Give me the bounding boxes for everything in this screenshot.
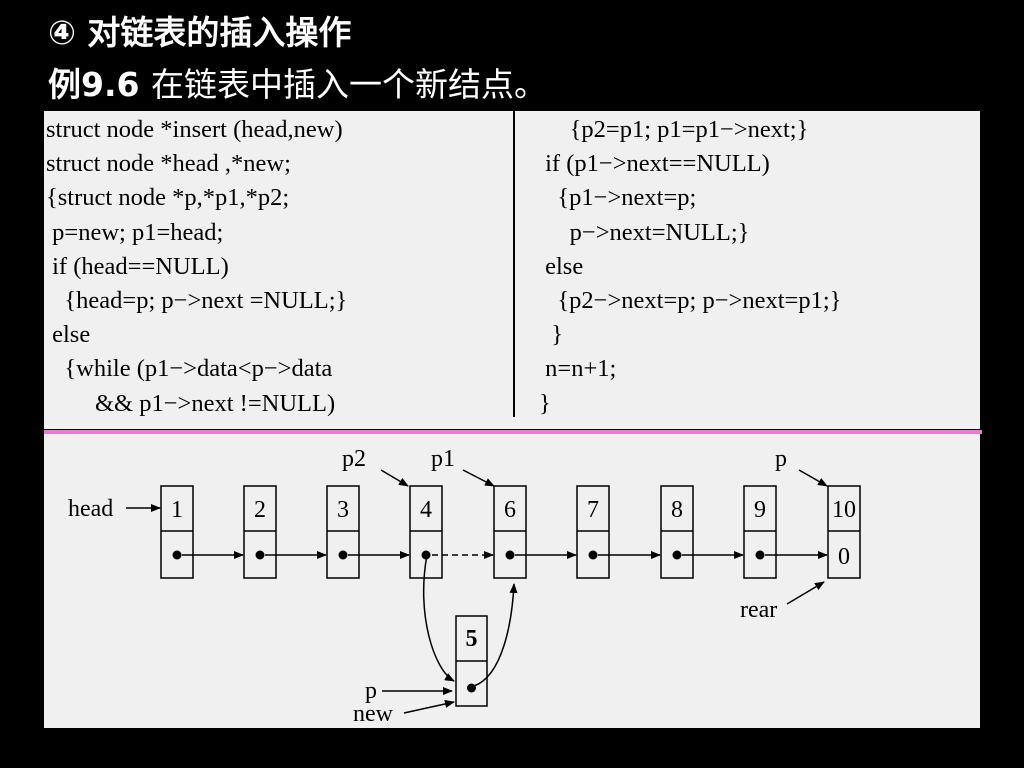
list-node: 2 bbox=[243, 485, 277, 579]
code-right-column: {p2=p1; p1=p1−>next;} if (p1−>next==NULL… bbox=[539, 113, 841, 421]
rear-label: rear bbox=[740, 597, 777, 623]
code-line: p=new; p1=head; bbox=[46, 218, 224, 246]
next-pointer-dot bbox=[588, 550, 598, 560]
next-pointer-dot bbox=[505, 550, 515, 560]
link-5-to-6 bbox=[473, 583, 518, 687]
code-line: } bbox=[539, 321, 564, 349]
slide-heading: ④ 对链表的插入操作 bbox=[48, 13, 352, 52]
code-line: else bbox=[539, 252, 584, 280]
node-value: 10 bbox=[832, 497, 856, 523]
next-pointer-dot bbox=[672, 550, 682, 560]
new-node: 5 bbox=[455, 615, 488, 707]
null-pointer-value: 0 bbox=[838, 544, 850, 570]
list-node: 9 bbox=[743, 485, 777, 579]
node-value: 6 bbox=[504, 497, 516, 523]
new-label: new bbox=[353, 701, 394, 727]
node-value: 9 bbox=[754, 497, 766, 523]
next-pointer-dot bbox=[421, 550, 431, 560]
rear-arrow bbox=[786, 581, 825, 605]
node-value: 2 bbox=[254, 497, 266, 523]
list-node: 7 bbox=[576, 485, 610, 579]
p1-label: p1 bbox=[431, 446, 455, 472]
node-value: 8 bbox=[671, 497, 683, 523]
p2-arrow bbox=[380, 469, 409, 487]
node-value: 3 bbox=[337, 497, 349, 523]
code-line: n=n+1; bbox=[539, 355, 617, 383]
code-line: } bbox=[539, 389, 551, 417]
head-label: head bbox=[68, 496, 113, 522]
next-pointer-dot bbox=[255, 550, 265, 560]
list-node: 4 bbox=[409, 485, 443, 579]
example-label: 例9.6 bbox=[48, 65, 140, 104]
code-panel: struct node *insert (head,new) struct no… bbox=[44, 111, 980, 429]
code-divider bbox=[513, 111, 515, 417]
new-node-pointer-dot bbox=[467, 683, 476, 693]
code-line: {struct node *p,*p1,*p2; bbox=[46, 184, 290, 212]
list-node: 1 bbox=[160, 485, 194, 579]
example-title: 例9.6 在链表中插入一个新结点。 bbox=[48, 58, 547, 106]
separator-line bbox=[44, 430, 982, 434]
p-top-arrow bbox=[798, 469, 828, 487]
p1-arrow bbox=[462, 469, 495, 487]
new-node-value: 5 bbox=[466, 626, 478, 652]
list-node: 10 0 bbox=[827, 485, 861, 579]
next-pointer-dot bbox=[755, 550, 765, 560]
list-node: 6 bbox=[493, 485, 527, 579]
code-line: {p2=p1; p1=p1−>next;} bbox=[539, 116, 809, 143]
code-line: {p2−>next=p; p−>next=p1;} bbox=[539, 287, 842, 315]
code-line: if (p1−>next==NULL) bbox=[539, 150, 770, 178]
node-value: 1 bbox=[171, 497, 183, 523]
code-line: if (head==NULL) bbox=[46, 252, 229, 280]
link-4-to-5 bbox=[423, 554, 455, 682]
code-line: struct node *insert (head,new) bbox=[46, 116, 343, 143]
p2-label: p2 bbox=[342, 446, 366, 472]
code-line: {head=p; p−>next =NULL;} bbox=[46, 287, 348, 315]
example-text: 在链表中插入一个新结点。 bbox=[150, 65, 547, 104]
new-arrow bbox=[403, 700, 455, 714]
code-line: else bbox=[46, 321, 91, 349]
code-left-column: struct node *insert (head,new) struct no… bbox=[46, 113, 347, 421]
list-node: 8 bbox=[660, 485, 694, 579]
list-node: 3 bbox=[326, 485, 360, 579]
next-pointer-dot bbox=[172, 550, 182, 560]
code-line: && p1−>next !=NULL) bbox=[46, 389, 336, 417]
p-top-label: p bbox=[775, 446, 787, 472]
node-value: 4 bbox=[420, 497, 432, 523]
code-line: {while (p1−>data<p−>data bbox=[46, 355, 333, 383]
code-line: {p1−>next=p; bbox=[539, 184, 697, 212]
next-pointer-dot bbox=[338, 550, 348, 560]
code-line: struct node *head ,*new; bbox=[46, 150, 291, 178]
node-value: 7 bbox=[587, 497, 599, 523]
p-bottom-label: p bbox=[365, 678, 377, 704]
code-line: p−>next=NULL;} bbox=[539, 218, 750, 246]
